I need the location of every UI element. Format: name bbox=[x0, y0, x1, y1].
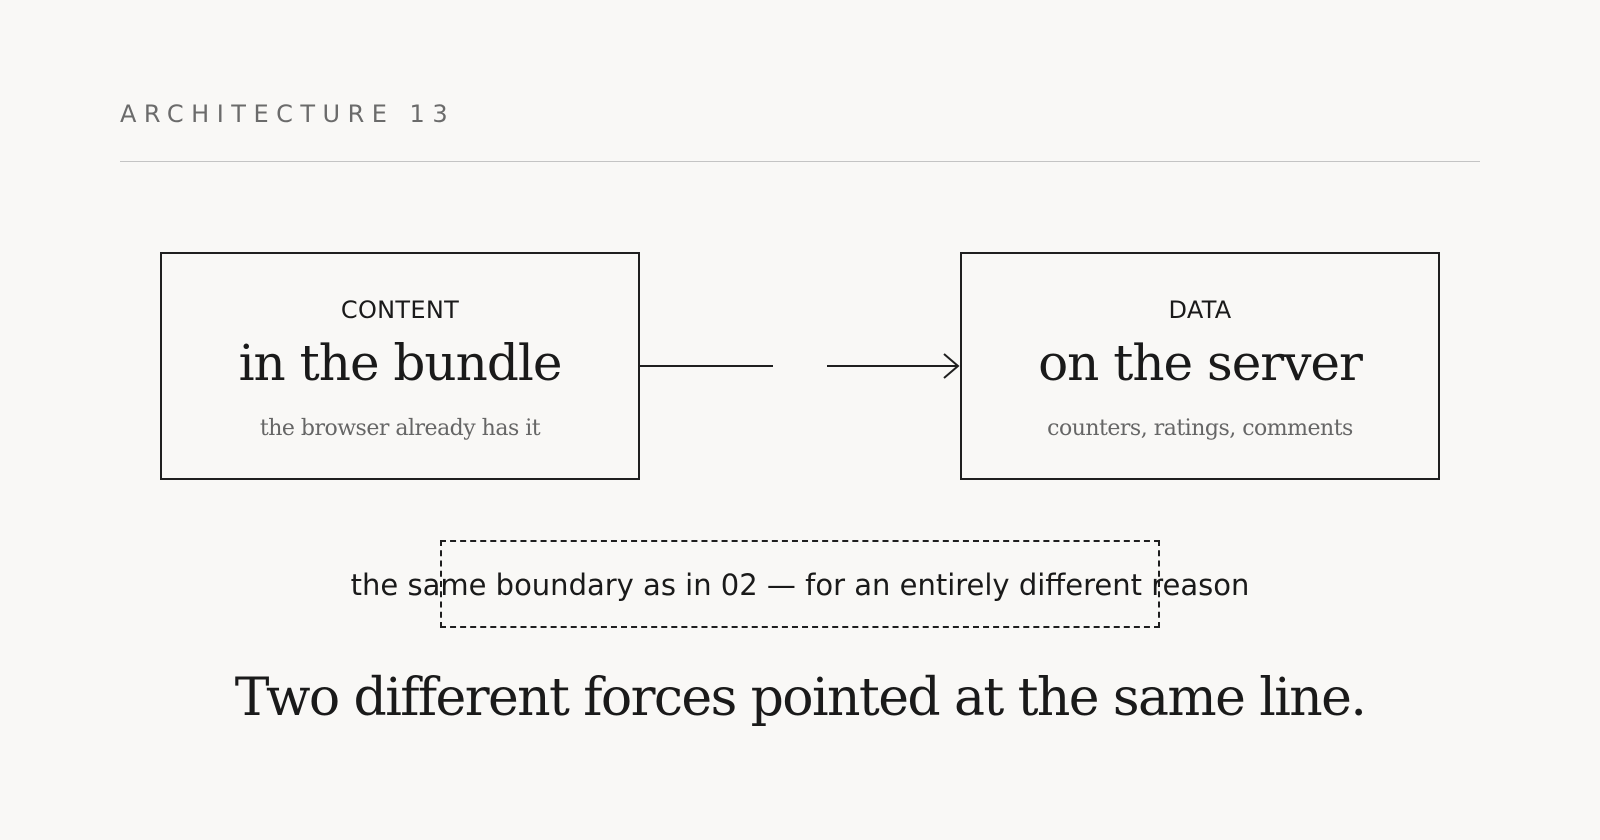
data-box-label: DATA bbox=[1168, 296, 1232, 324]
content-box: CONTENT in the bundle the browser alread… bbox=[160, 252, 640, 480]
content-box-title: in the bundle bbox=[238, 334, 563, 392]
content-box-label: CONTENT bbox=[340, 296, 460, 324]
data-box: DATA on the server counters, ratings, co… bbox=[960, 252, 1440, 480]
data-box-title: on the server bbox=[1038, 334, 1363, 392]
header-divider bbox=[120, 161, 1480, 162]
content-box-subtitle: the browser already has it bbox=[259, 416, 541, 441]
boundary-dashed-box bbox=[440, 540, 1160, 628]
headline: Two different forces pointed at the same… bbox=[234, 668, 1367, 728]
data-box-subtitle: counters, ratings, comments bbox=[1047, 416, 1353, 441]
section-eyebrow: ARCHITECTURE 13 bbox=[120, 100, 456, 128]
arrow-head-icon bbox=[943, 353, 960, 379]
boundary-caption: the same boundary as in 02 — for an enti… bbox=[350, 568, 1250, 602]
